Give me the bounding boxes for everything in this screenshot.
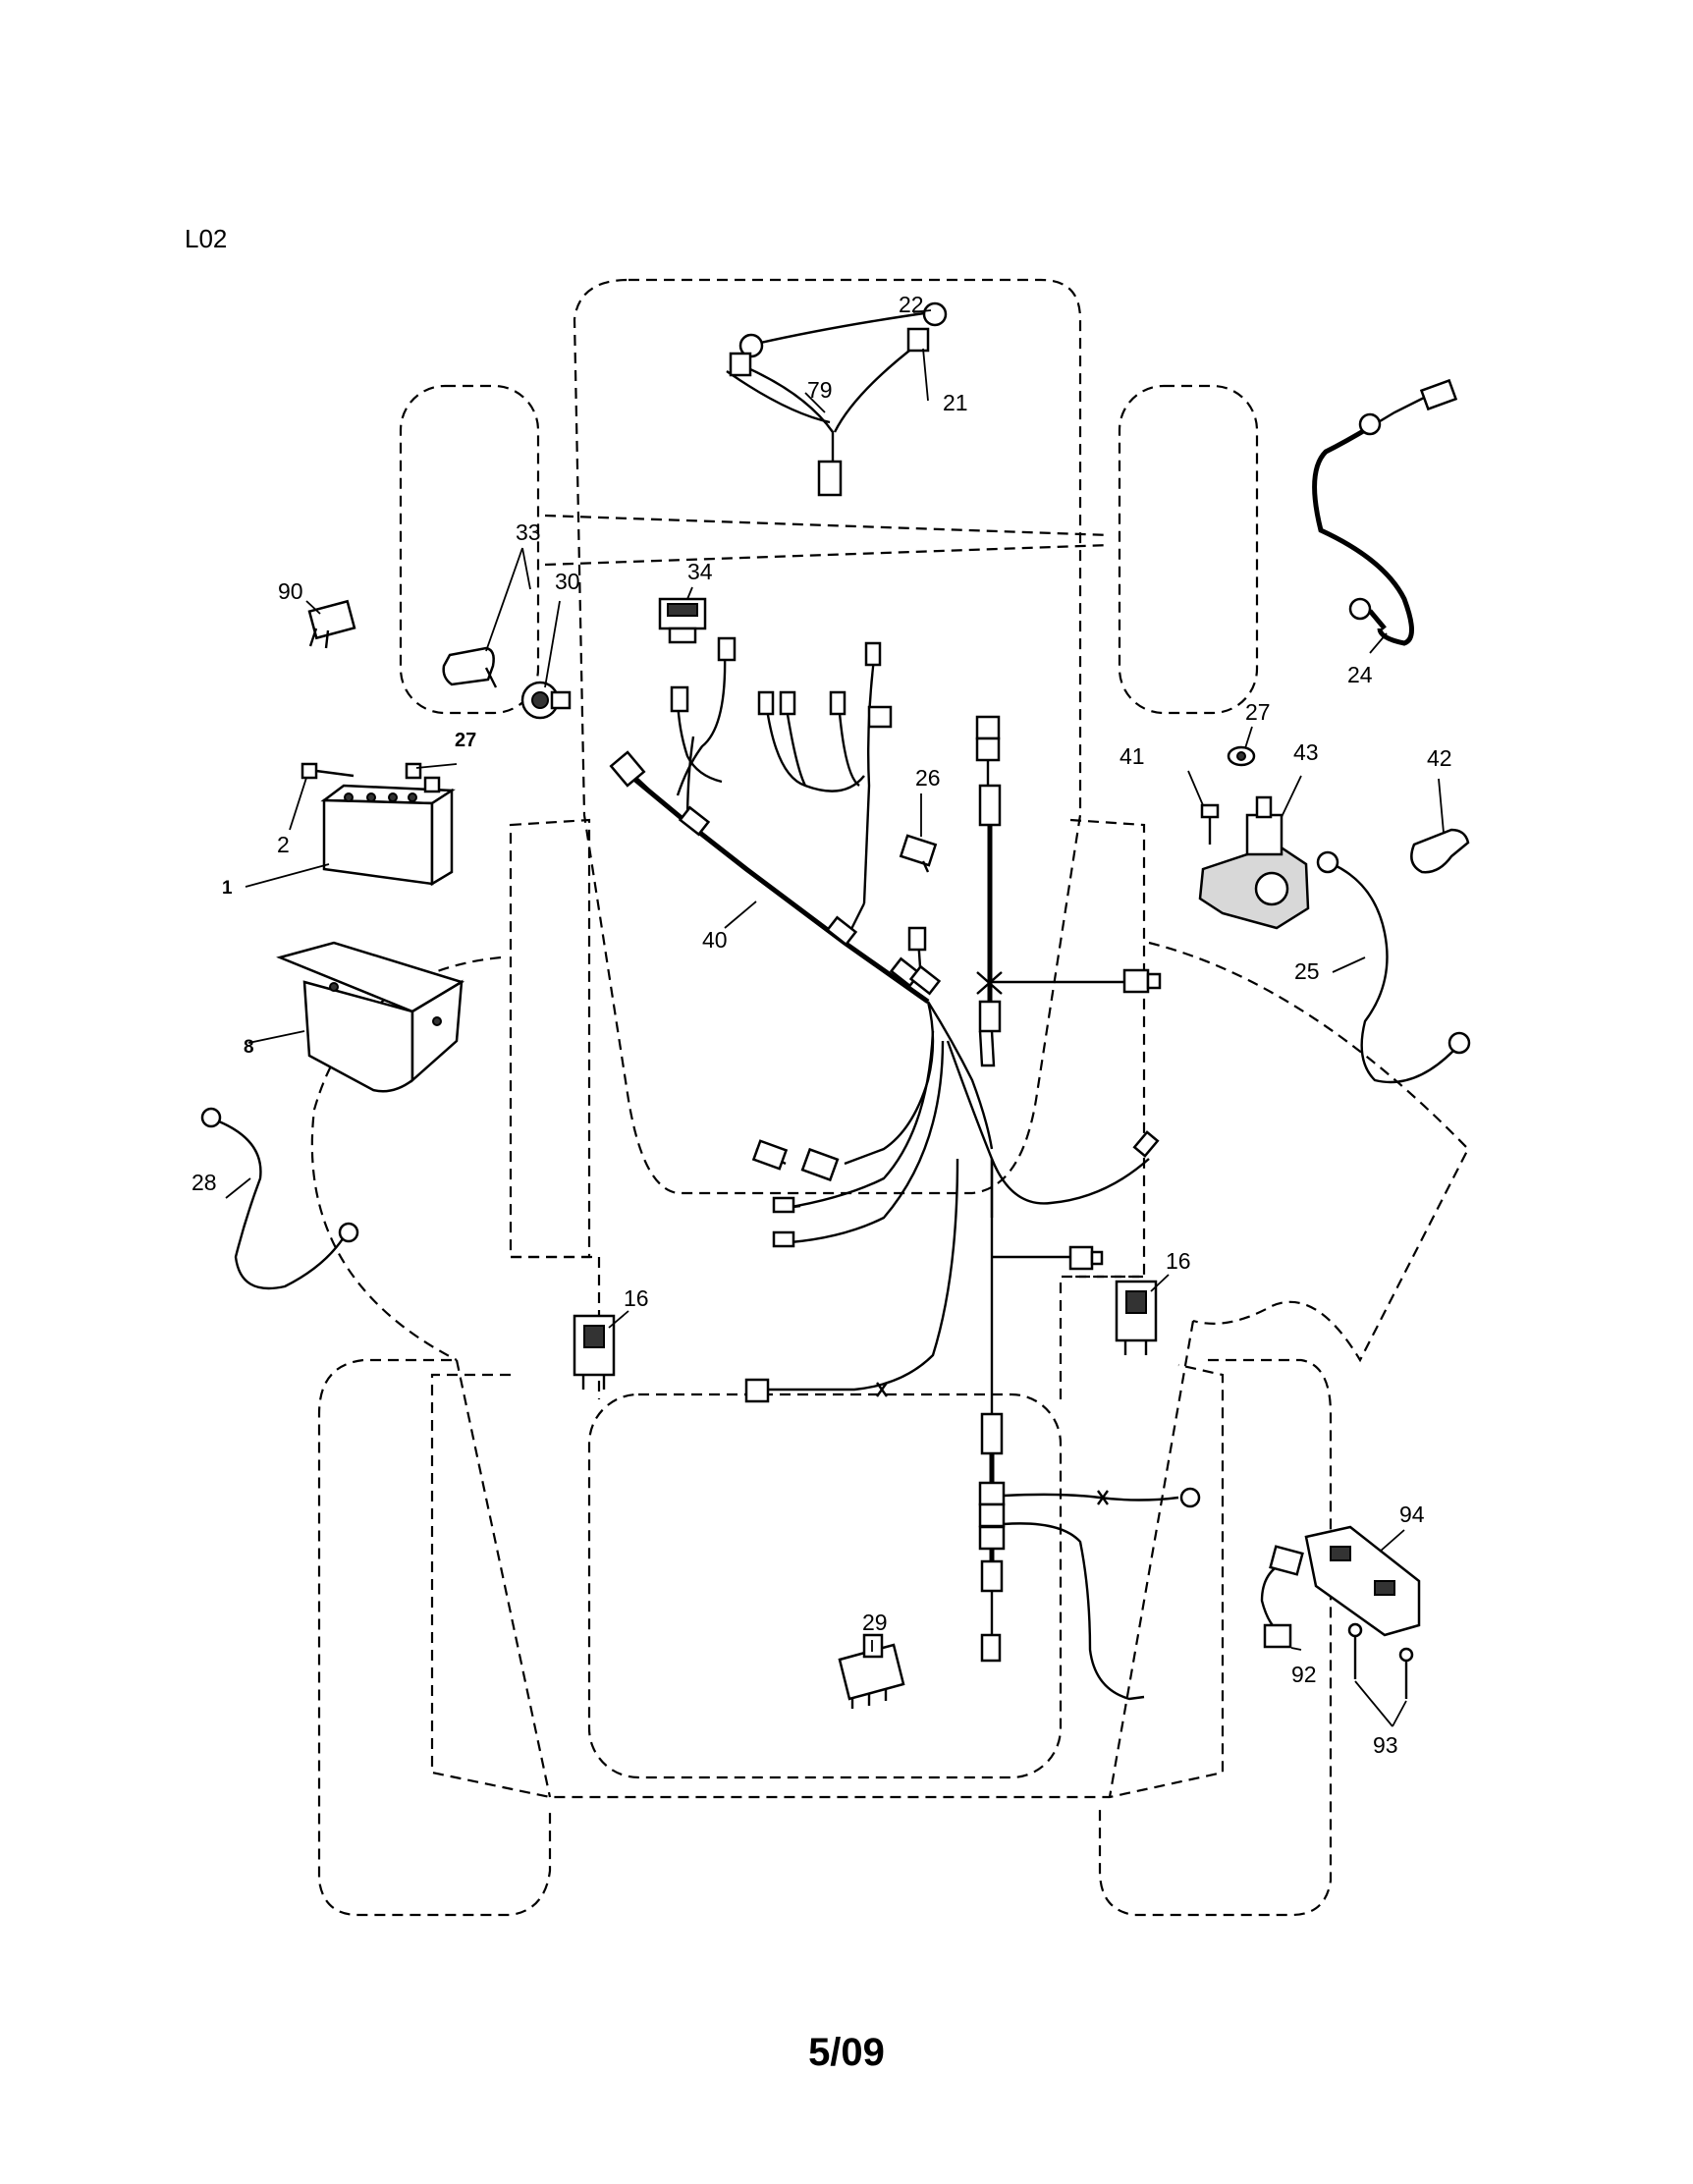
- part-43-solenoid: [1198, 795, 1310, 930]
- socket-left: [729, 352, 752, 377]
- hood-outline: [573, 278, 1082, 1195]
- part-26-fuse: [899, 834, 938, 873]
- callout-2: 2: [277, 832, 290, 857]
- callout-8: 8: [244, 1037, 254, 1058]
- callout-79: 79: [807, 377, 833, 403]
- callout-90: 90: [278, 578, 303, 604]
- callout-92: 92: [1291, 1662, 1317, 1687]
- part-93-screws: [1347, 1622, 1414, 1699]
- part-27-nut-right: [1227, 745, 1256, 767]
- front-left-wheel-outline: [399, 384, 540, 715]
- seat-outline: [587, 1392, 1063, 1779]
- callout-25: 25: [1294, 958, 1320, 984]
- part-41-bolt: [1200, 803, 1220, 845]
- callout-28: 28: [191, 1170, 217, 1195]
- part-2-bolt: [300, 762, 355, 780]
- harness-vertical: [975, 715, 1162, 1067]
- rear-left-wheel-outline: [317, 1358, 552, 1917]
- part-34-switch: [658, 597, 707, 644]
- part-30-ignition-switch: [520, 681, 572, 720]
- callout-93: 93: [1373, 1732, 1398, 1758]
- callout-43: 43: [1293, 739, 1319, 765]
- callout-41: 41: [1120, 743, 1145, 769]
- page-date: 5/09: [808, 2031, 885, 2074]
- part-16-switch-left: [573, 1314, 616, 1390]
- front-axle-outline: [544, 514, 1111, 567]
- part-8-battery-tray: [276, 941, 465, 1093]
- callout-27-right: 27: [1245, 699, 1271, 725]
- callout-33: 33: [516, 519, 541, 545]
- callout-34: 34: [687, 559, 713, 584]
- headlight-harness: [726, 301, 948, 497]
- deck-lines: [455, 1320, 1195, 1798]
- callout-16-right: 16: [1166, 1248, 1191, 1274]
- part-29-switch: [838, 1633, 905, 1709]
- callout-21: 21: [943, 390, 968, 415]
- part-24-cable: [1312, 378, 1458, 646]
- callout-27-left: 27: [455, 730, 476, 751]
- callout-24: 24: [1347, 662, 1373, 687]
- socket-right: [906, 327, 930, 353]
- part-27-nut-left: [405, 762, 422, 780]
- rear-body-outline: [430, 1363, 1225, 1799]
- part-40-wiring-harness: [609, 636, 942, 1005]
- callout-40: 40: [702, 927, 728, 953]
- callout-42: 42: [1427, 745, 1452, 771]
- part-25-cable: [1316, 850, 1471, 1084]
- callout-94: 94: [1399, 1502, 1425, 1527]
- part-90-relay: [307, 599, 356, 649]
- headlight-connector: [817, 460, 843, 497]
- part-92-connector: [1260, 1545, 1304, 1649]
- frame-outline: [509, 818, 1146, 1279]
- callout-1: 1: [222, 878, 233, 899]
- bulb-right: [922, 301, 948, 327]
- callout-22: 22: [899, 292, 924, 317]
- callout-30: 30: [555, 569, 580, 594]
- part-33-key: [442, 646, 498, 688]
- callout-29: 29: [862, 1610, 888, 1635]
- leader-lines: [225, 309, 1445, 1727]
- part-42-boot: [1410, 828, 1470, 874]
- rear-right-wheel-outline: [1098, 1358, 1333, 1917]
- callout-labels: 22 79 21 33 90 30 34 24 27 2 1 27 41 43 …: [191, 292, 1452, 1758]
- harness-lower: [744, 1001, 1201, 1701]
- callout-26: 26: [915, 765, 941, 791]
- part-94-module: [1304, 1525, 1421, 1637]
- part-1-battery: [320, 776, 456, 887]
- front-right-wheel-outline: [1118, 384, 1259, 715]
- right-deck-outline: [1148, 941, 1470, 1363]
- part-28-cable: [200, 1107, 359, 1290]
- tractor-outline: [310, 278, 1470, 1917]
- callout-16-left: 16: [624, 1285, 649, 1311]
- part-16-switch-right: [1115, 1280, 1158, 1355]
- diagram-code: L02: [185, 224, 228, 253]
